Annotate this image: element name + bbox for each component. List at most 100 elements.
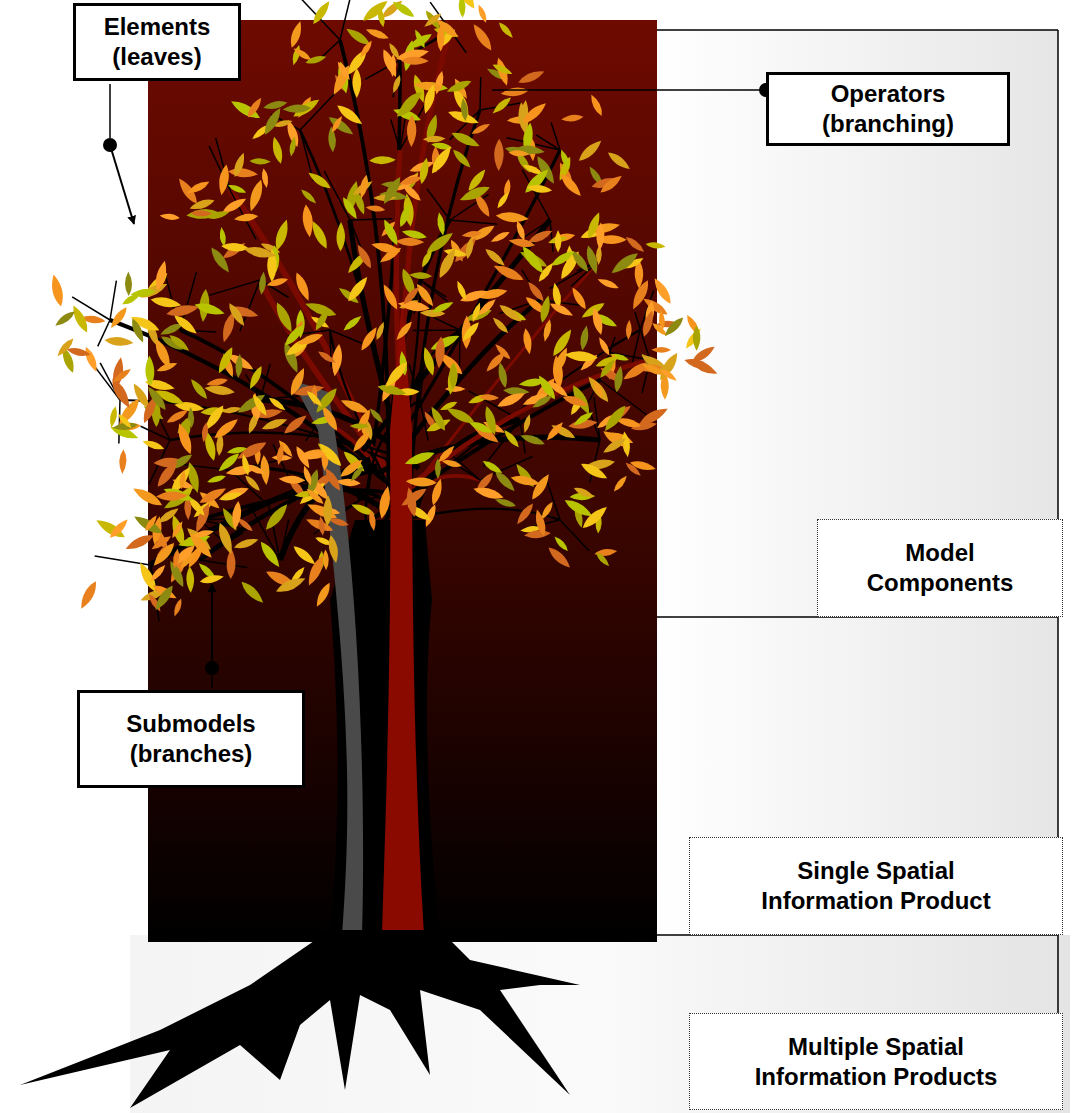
leader-dot [205,661,219,675]
leaf [369,156,396,165]
leaf [500,86,529,98]
leaf [496,362,509,389]
twig [324,171,350,220]
leaf [522,166,552,196]
leaf [273,300,296,334]
leaf [380,175,404,207]
leaf [640,309,656,338]
leaf [579,325,591,351]
leaf [305,554,328,588]
leaf [382,359,410,390]
leaf [496,389,527,410]
leaf [412,28,427,49]
leaf [131,484,165,509]
leaf [494,139,504,172]
leaf [609,249,641,276]
leaf [125,272,133,297]
leaf [514,501,536,526]
leaf [579,460,609,482]
leaf [55,336,76,358]
leaf [525,279,546,303]
leaf [445,404,477,426]
leaf [283,104,312,114]
leaf [49,273,66,307]
leaf [529,472,553,502]
leaf [445,386,466,392]
twig [200,560,247,568]
leaf [282,412,309,436]
leaf [293,271,313,303]
leaf [598,173,624,196]
leaf [594,550,611,568]
leaf [335,60,352,82]
leaf [291,543,318,567]
twig [299,0,340,40]
leaf [260,416,288,433]
leaf [145,384,169,412]
leaf [77,579,100,611]
leaf [267,395,287,412]
leaf [169,513,188,547]
leaf [522,328,534,355]
leaf [640,361,666,378]
leaf [313,581,333,609]
leaf [449,362,457,389]
leaf [207,209,230,221]
leaf [193,300,226,317]
leaf [354,243,374,270]
leaf [404,486,418,517]
leaf [476,3,489,23]
twig [141,426,170,440]
leaf [301,465,313,486]
leaf [569,286,588,312]
leader-line [211,675,213,688]
leaf [172,548,181,569]
twig [110,281,116,320]
leaf [358,174,370,199]
twig [330,330,364,344]
twig [459,330,461,382]
leaf [250,393,269,418]
leaf [476,297,498,318]
leader-line [110,145,134,224]
leaf [153,260,169,292]
leaf [397,202,413,229]
leaf [693,325,700,350]
leaf [235,353,244,378]
leaf [345,274,371,304]
leaf [495,190,511,210]
leaf [266,276,289,288]
leaf [66,346,91,358]
leaf [596,222,605,250]
leaf [590,307,605,336]
leaf [522,413,533,433]
callout-box: Operators (branching) [766,72,1010,146]
leaf [111,366,133,384]
leaf [585,374,612,405]
leaf [625,320,632,340]
leaf [247,364,265,390]
leaf [421,346,437,377]
leaf [225,464,256,478]
leaf [274,574,307,596]
leaf [533,508,548,537]
leaf [403,449,436,469]
leaf [299,187,318,205]
leaf [561,393,589,409]
leaf [306,170,333,192]
leaf [658,310,666,330]
leaf [377,382,408,397]
leaf [549,248,576,269]
leaf [396,237,425,246]
leaf [227,182,247,195]
leaf [143,513,159,532]
leaf [491,62,513,77]
leaf [219,484,250,502]
twig [550,220,553,252]
leaf [465,167,488,193]
leaf [313,308,332,333]
leaf [445,78,473,96]
leaf [597,336,612,357]
leaf [368,407,385,425]
